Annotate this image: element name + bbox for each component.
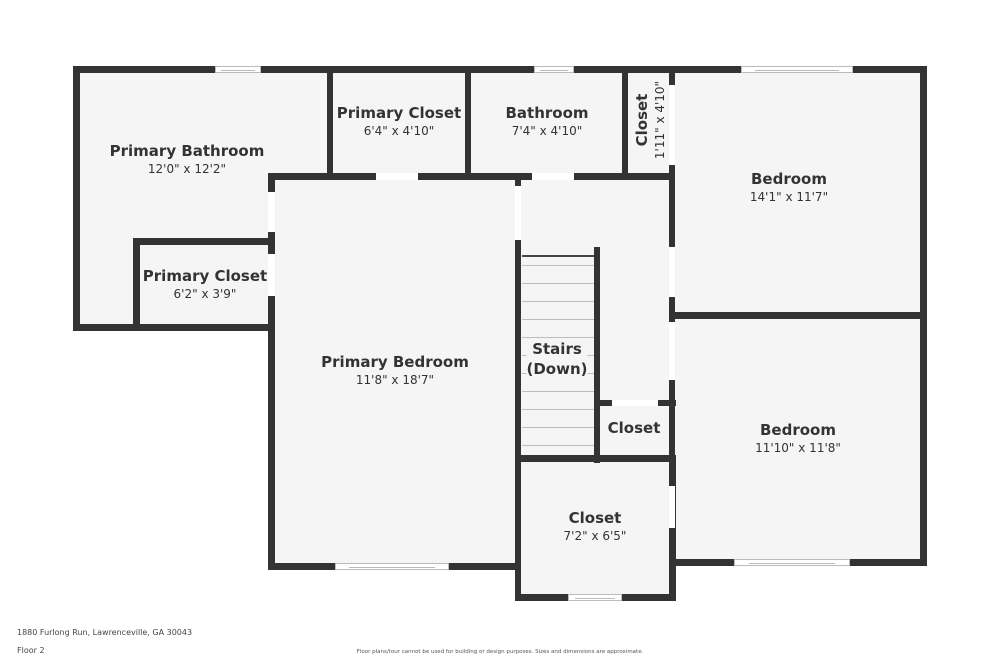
room-label-bedroom-2: Bedroom 11'10" x 11'8" (755, 420, 841, 456)
room-dimensions: 6'4" x 4'10" (363, 124, 435, 138)
window (734, 559, 850, 566)
room-primary-bedroom-floor (275, 180, 515, 563)
door-opening (669, 322, 675, 380)
room-name: Closet (568, 509, 622, 527)
stair-tread (522, 319, 594, 320)
stair-tread (522, 265, 594, 266)
room-dimensions: 7'2" x 6'5" (563, 529, 627, 543)
room-bedroom-2-floor (675, 319, 920, 559)
room-label-primary-bathroom: Primary Bathroom 12'0" x 12'2" (110, 141, 265, 177)
wall-divider-top-1 (327, 66, 333, 180)
wall-left-outer (73, 66, 80, 331)
room-dimensions: 12'0" x 12'2" (147, 162, 227, 176)
window (335, 563, 449, 570)
stair-tread (522, 337, 594, 338)
wall-hall-bottom (515, 455, 676, 462)
room-name: Bathroom (505, 104, 589, 122)
wall-top-row-bottom (268, 173, 675, 180)
stair-tread (522, 427, 594, 428)
wall-primary-closet-small-top (133, 238, 275, 245)
door-opening (669, 486, 675, 528)
room-name: Bedroom (760, 421, 836, 439)
room-dimensions: 14'1" x 11'7" (749, 190, 829, 204)
stair-tread (522, 409, 594, 410)
room-label-bedroom-1: Bedroom 14'1" x 11'7" (750, 169, 828, 205)
door-opening (268, 192, 275, 232)
room-label-closet-narrow: Closet 1'11" x 4'10" (632, 81, 668, 159)
door-opening (612, 400, 658, 406)
window (741, 66, 853, 73)
door-opening (515, 186, 521, 240)
stair-tread (522, 301, 594, 302)
room-closet-narrow-floor (628, 73, 669, 173)
room-primary-closet-top-floor (333, 73, 467, 173)
room-name: Closet (607, 419, 661, 437)
room-name: Primary Bedroom (321, 353, 469, 371)
window (534, 66, 574, 73)
window (568, 594, 622, 601)
room-name: Stairs (532, 340, 582, 358)
wall-primary-bath-bottom (73, 324, 275, 331)
window (215, 66, 261, 73)
door-opening (268, 254, 275, 296)
room-bedroom-1-floor (675, 73, 920, 313)
property-address: 1880 Furlong Run, Lawrenceville, GA 3004… (17, 628, 193, 637)
floor-label: Floor 2 (17, 646, 45, 655)
room-label-closet-bottom: Closet 7'2" x 6'5" (564, 508, 627, 544)
room-label-primary-bedroom: Primary Bedroom 11'8" x 18'7" (321, 352, 469, 388)
room-name: Closet (633, 93, 651, 147)
wall-divider-top-3 (622, 66, 628, 180)
room-name: Primary Closet (336, 104, 462, 122)
stair-tread (522, 445, 594, 446)
stairs-direction: (Down) (526, 360, 588, 378)
room-label-closet-hall: Closet (608, 418, 661, 438)
wall-primary-closet-small-left (133, 238, 140, 331)
room-label-primary-closet-top: Primary Closet 6'4" x 4'10" (337, 103, 461, 139)
stair-tread (522, 255, 594, 257)
room-dimensions: 11'10" x 11'8" (755, 441, 841, 455)
stair-tread (522, 391, 594, 392)
wall-stairs-right (594, 247, 600, 463)
wall-divider-top-2 (465, 66, 471, 180)
door-opening (669, 85, 675, 165)
room-dimensions: 11'8" x 18'7" (355, 373, 435, 387)
wall-closet-bottom-left (515, 456, 521, 601)
wall-hall-left (515, 173, 521, 463)
room-label-stairs: Stairs (Down) (526, 339, 588, 379)
room-label-bathroom: Bathroom 7'4" x 4'10" (505, 103, 588, 139)
door-opening (532, 173, 574, 180)
wall-top (73, 66, 927, 73)
wall-bedroom-divider (669, 312, 927, 319)
room-closet-bottom-floor (521, 462, 669, 594)
disclaimer: Floor plans/tour cannot be used for buil… (356, 649, 644, 655)
room-name: Primary Closet (142, 267, 268, 285)
room-name: Primary Bathroom (109, 142, 265, 160)
wall-primary-bedroom-left (268, 173, 275, 570)
room-bathroom-floor (471, 73, 623, 173)
stair-tread (522, 283, 594, 284)
room-label-primary-closet-small: Primary Closet 6'2" x 3'9" (143, 266, 267, 302)
room-dimensions: 6'2" x 3'9" (173, 287, 237, 301)
door-opening (376, 173, 418, 180)
room-dimensions: 7'4" x 4'10" (511, 124, 583, 138)
room-dimensions: 1'11" x 4'10" (653, 80, 667, 160)
room-name: Bedroom (751, 170, 827, 188)
door-opening (669, 247, 675, 297)
